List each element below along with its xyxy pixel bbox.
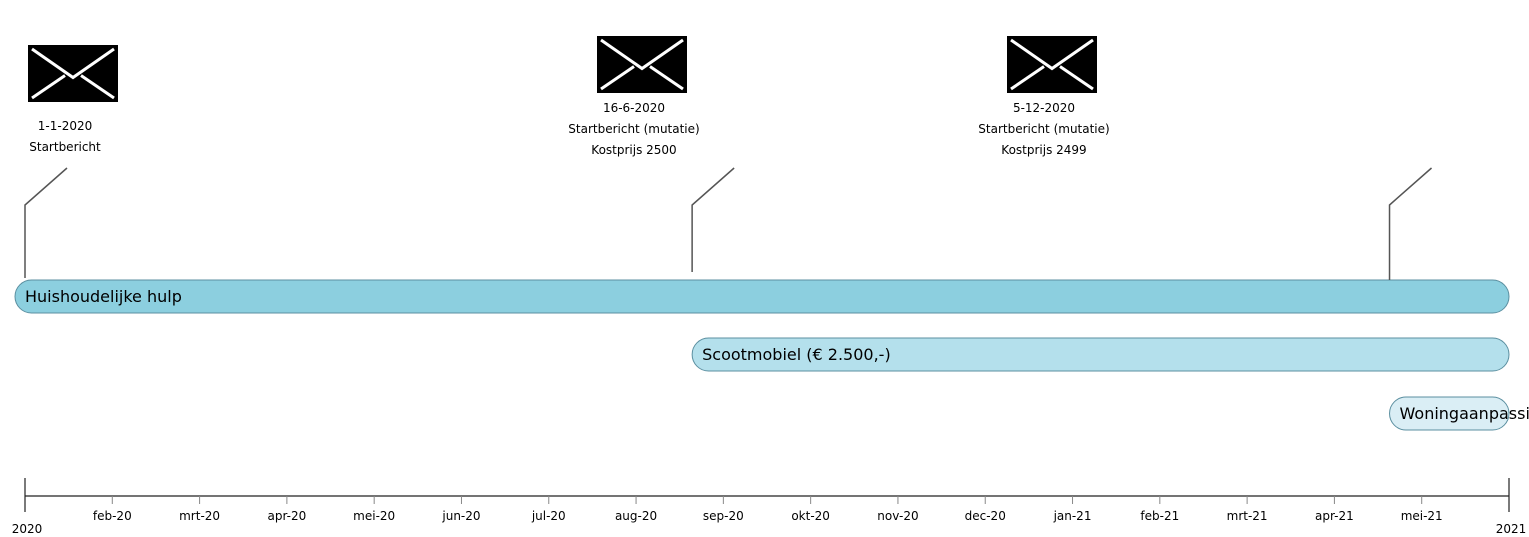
axis-tick-label: mei-21 — [1401, 509, 1443, 523]
event-connector-line — [24, 167, 68, 278]
axis-tick-label: jan-21 — [1053, 509, 1092, 523]
event-connector-line — [1388, 167, 1433, 280]
event-connector-line — [691, 167, 735, 272]
axis-tick-label: dec-20 — [965, 509, 1006, 523]
event-label-line: Kostprijs 2499 — [1001, 143, 1086, 157]
event-label-line: 1-1-2020 — [38, 119, 92, 133]
axis-tick-label: jun-20 — [441, 509, 480, 523]
event-label-line: 16-6-2020 — [603, 101, 665, 115]
axis-start-label: 2020 — [12, 522, 43, 536]
axis-tick-label: sep-20 — [703, 509, 744, 523]
time-axis: 2020 2021 feb-20 mrt-20 apr-20 mei-20 jun-20 ju… — [12, 478, 1527, 536]
axis-tick-label: feb-21 — [1140, 509, 1179, 523]
period-bar — [1389, 396, 1510, 431]
axis-tick-label: jul-20 — [531, 509, 566, 523]
period-bar-label: Huishoudelijke hulp — [25, 287, 182, 306]
mail-icon — [28, 45, 118, 102]
event-label-line: Startbericht (mutatie) — [978, 122, 1109, 136]
period-bar-label: Scootmobiel (€ 2.500,-) — [702, 345, 891, 364]
mail-icon — [1007, 36, 1097, 93]
axis-tick-label: apr-21 — [1315, 509, 1354, 523]
period-bar-label: Woningaanpassing (€ 2.499,-) — [1400, 404, 1529, 423]
axis-tick-label: okt-20 — [791, 509, 830, 523]
axis-tick-label: mrt-20 — [179, 509, 220, 523]
event-label-line: Kostprijs 2500 — [591, 143, 676, 157]
mail-icon — [597, 36, 687, 93]
axis-tick-label: feb-20 — [93, 509, 132, 523]
event-label-line: 5-12-2020 — [1013, 101, 1075, 115]
event-label-line: Startbericht (mutatie) — [568, 122, 699, 136]
period-bar — [14, 279, 1510, 314]
axis-end-label: 2021 — [1496, 522, 1527, 536]
axis-tick-label: nov-20 — [877, 509, 918, 523]
event-label-line: Startbericht — [29, 140, 101, 154]
axis-tick-label: mei-20 — [353, 509, 395, 523]
axis-tick-label: apr-20 — [268, 509, 307, 523]
period-bar — [691, 337, 1510, 372]
axis-tick-label: mrt-21 — [1227, 509, 1268, 523]
axis-tick-label: aug-20 — [615, 509, 657, 523]
